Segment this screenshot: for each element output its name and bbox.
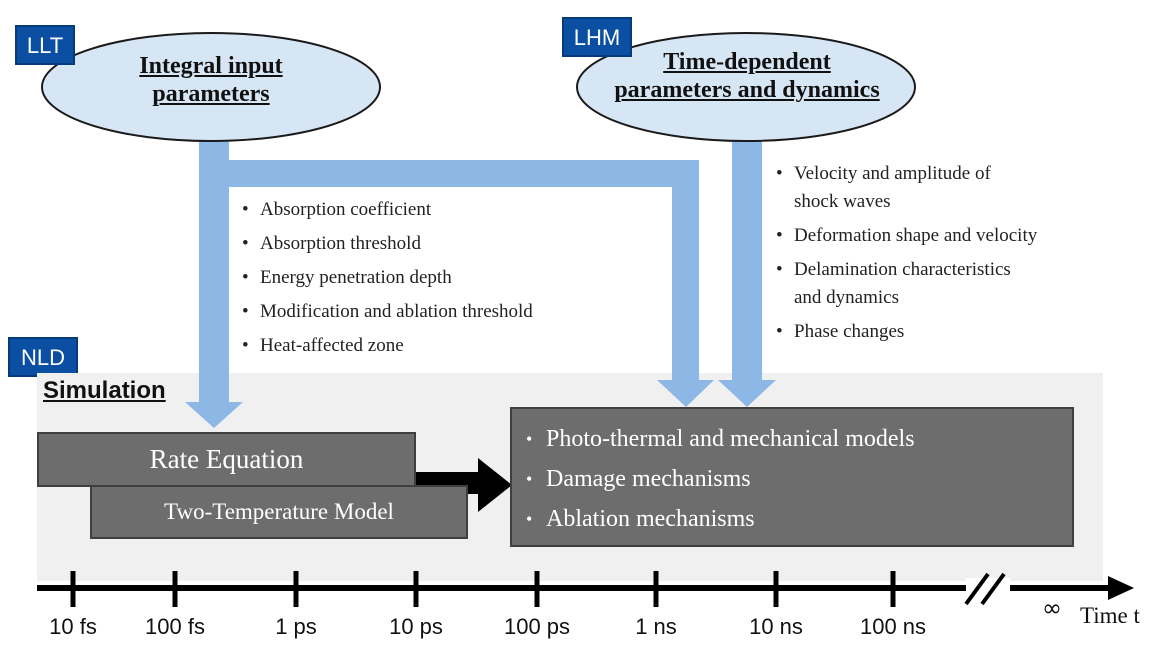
dynamics-title: Time-dependent parameters and dynamics xyxy=(577,48,917,104)
branch-arrow-head-front xyxy=(657,380,714,407)
integral-bullet-list: Absorption coefficient Absorption thresh… xyxy=(240,199,533,357)
dynamics-arrow-tail xyxy=(732,373,762,382)
bullet-item: Absorption coefficient xyxy=(240,199,533,221)
bullet-item: Absorption threshold xyxy=(240,233,533,255)
two-temperature-label: Two-Temperature Model xyxy=(164,499,394,524)
black-arrow-head xyxy=(478,458,512,512)
integral-arrow-tail xyxy=(199,373,229,403)
bullet-item: Energy penetration depth xyxy=(240,267,533,289)
dynamics-ellipse xyxy=(576,32,916,142)
tag-llt: LLT xyxy=(15,25,75,65)
bullet-line: Phase changes xyxy=(794,321,905,342)
bullet-item: Modification and ablation threshold xyxy=(240,301,533,323)
dynamics-arrow-head-front xyxy=(718,380,776,407)
bullet-item: Phase changes xyxy=(774,318,1037,346)
model-item: Damage mechanisms xyxy=(526,459,915,499)
bullet-line: Delamination characteristics xyxy=(794,259,1011,280)
branch-horizontal xyxy=(229,160,699,187)
integral-title-line-2: parameters xyxy=(152,81,270,107)
timeline-tick-label: 10 ps xyxy=(389,614,443,639)
model-item: Ablation mechanisms xyxy=(526,499,915,539)
timeline-ticks xyxy=(70,571,896,607)
bullet-line: shock waves xyxy=(794,191,891,212)
integral-title: Integral input parameters xyxy=(80,52,342,108)
timeline-tick-label: 1 ns xyxy=(635,614,677,639)
dynamics-title-line-1: Time-dependent xyxy=(663,49,831,75)
dynamics-bullet-list: Velocity and amplitude of shock waves De… xyxy=(774,160,1037,346)
tag-nld: NLD xyxy=(8,337,78,377)
model-item: Photo-thermal and mechanical models xyxy=(526,419,915,459)
timeline-tick-label: 100 ns xyxy=(859,614,927,639)
timeline-arrow-head xyxy=(1108,576,1134,600)
bullet-line: Deformation shape and velocity xyxy=(794,225,1038,246)
rate-equation-label: Rate Equation xyxy=(149,444,304,474)
bullet-line: Velocity and amplitude of xyxy=(794,163,991,184)
infinity-label: ∞ xyxy=(1042,594,1062,622)
bullet-item: Velocity and amplitude of shock waves xyxy=(774,160,1037,216)
integral-ellipse xyxy=(41,32,381,142)
axis-break-mark xyxy=(964,572,990,606)
bullet-item: Heat-affected zone xyxy=(240,335,533,357)
models-list: Photo-thermal and mechanical models Dama… xyxy=(526,419,915,539)
timeline-tick-label: 100 ps xyxy=(503,614,571,639)
models-box: Photo-thermal and mechanical models Dama… xyxy=(510,407,1074,547)
timeline-tick-label: 100 fs xyxy=(145,614,205,639)
time-axis-label: Time t xyxy=(1080,603,1140,628)
integral-arrow-head-front xyxy=(185,402,243,428)
branch-arrow-tail xyxy=(672,373,699,382)
dynamics-title-line-2: parameters and dynamics xyxy=(614,77,880,103)
timeline-tick-label: 10 fs xyxy=(49,614,97,639)
rate-equation-box: Rate Equation xyxy=(37,432,416,487)
simulation-title: Simulation xyxy=(43,377,166,404)
branch-down-shaft xyxy=(672,160,699,382)
integral-arrow-shaft xyxy=(199,140,229,405)
integral-title-line-1: Integral input xyxy=(139,53,283,79)
bullet-item: Delamination characteristics and dynamic… xyxy=(774,256,1037,312)
axis-break-mark xyxy=(980,572,1006,606)
bullet-item: Deformation shape and velocity xyxy=(774,222,1037,250)
timeline-tick-label: 10 ns xyxy=(749,614,803,639)
dynamics-arrow-shaft xyxy=(732,140,762,382)
tag-lhm: LHM xyxy=(562,17,632,57)
timeline-tick-label: 1 ps xyxy=(275,614,317,639)
bullet-line: and dynamics xyxy=(794,287,900,308)
